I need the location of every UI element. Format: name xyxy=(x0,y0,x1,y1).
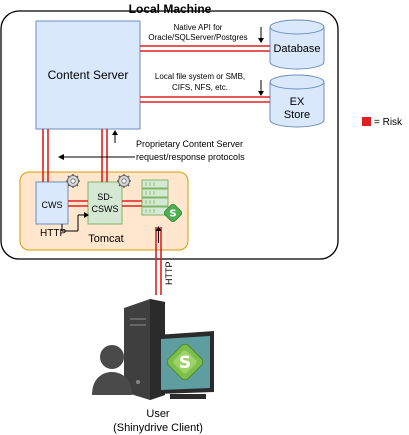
risk-edge-content-server-database xyxy=(140,45,270,52)
ex-store-cylinder xyxy=(269,74,325,128)
user-label-line2: (Shinydrive Client) xyxy=(113,422,203,434)
local-machine-title: Local Machine xyxy=(129,2,212,16)
arrow-up-to-server-rack xyxy=(155,226,162,243)
risk-edge-sd-csws-server-rack xyxy=(122,200,142,207)
svg-text:S: S xyxy=(179,353,191,373)
sd-csws-label-line1: SD- xyxy=(97,192,113,202)
local-fs-label-line1: Local file system or SMB, xyxy=(155,72,245,81)
risk-edge-content-server-cws xyxy=(42,129,49,182)
native-api-label-line2: Oracle/SQLServer/Postgres xyxy=(148,33,247,42)
proprietary-label-line1: Proprietary Content Server xyxy=(136,139,243,149)
cws-box xyxy=(35,181,69,225)
arrow-down-to-ex-store xyxy=(258,80,264,96)
content-server-label: Content Server xyxy=(48,68,129,82)
shinydrive-logo-icon: S xyxy=(166,343,204,381)
ex-store-label-line1: EX xyxy=(290,96,305,108)
sd-csws-box xyxy=(87,181,123,225)
risk-edge-http-user xyxy=(155,227,162,295)
risk-legend-label: = Risk xyxy=(374,117,403,128)
proprietary-label-line2: request/response protocols xyxy=(136,152,245,162)
risk-edge-content-server-sd-csws xyxy=(101,129,108,182)
gear-icon xyxy=(66,174,80,188)
ex-store-label-line2: Store xyxy=(284,109,310,121)
shinydrive-logo-icon: S xyxy=(163,203,183,223)
svg-text:S: S xyxy=(169,209,176,220)
http-edge-cws-sd-csws xyxy=(61,212,89,232)
http-label-left: HTTP xyxy=(40,228,66,239)
tomcat-label: Tomcat xyxy=(88,233,123,245)
cws-label: CWS xyxy=(42,200,63,210)
user-label-line1: User xyxy=(146,408,170,420)
database-cylinder xyxy=(269,19,325,70)
risk-edge-content-server-ex-store xyxy=(140,96,270,103)
server-rack-icon xyxy=(141,179,169,216)
arrow-up-to-content-server xyxy=(112,130,118,143)
arrow-down-to-database xyxy=(258,27,264,43)
arrow-left-proprietary xyxy=(58,154,135,160)
content-server-box xyxy=(35,20,141,130)
native-api-label-line1: Native API for xyxy=(174,23,223,32)
http-label-vertical: HTTP xyxy=(164,262,174,286)
local-fs-label-line2: CIFS, NFS, etc. xyxy=(172,83,228,92)
risk-edge-cws-sd-csws xyxy=(68,200,88,207)
gear-icon xyxy=(117,174,131,188)
user-icon xyxy=(92,345,132,395)
risk-legend: = Risk xyxy=(362,117,403,128)
database-label: Database xyxy=(273,43,320,55)
sd-csws-label-line2: CSWS xyxy=(92,204,119,214)
